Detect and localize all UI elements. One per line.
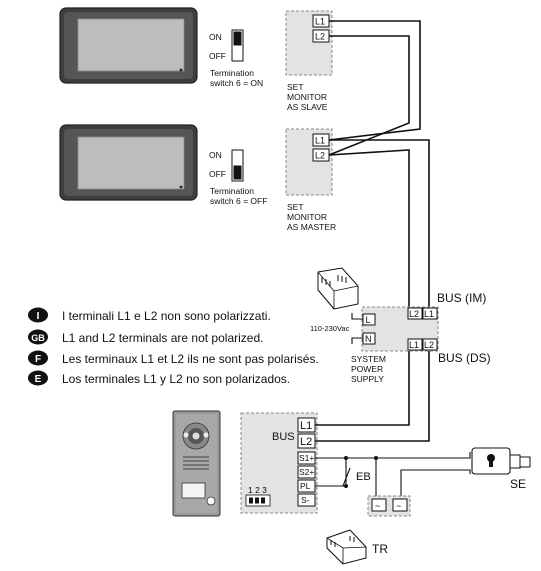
power-supply-module-icon bbox=[317, 267, 359, 310]
se-label: SE bbox=[510, 477, 526, 491]
monitor-label-3: AS SLAVE bbox=[287, 102, 328, 112]
tr-terminal-1: ~ bbox=[375, 501, 380, 511]
power-supply: L2 L1 L1 L2 L N 110-230Vac BUS (IM) BUS … bbox=[310, 267, 491, 384]
termination-switch[interactable] bbox=[231, 149, 244, 182]
monitor-device-icon bbox=[59, 7, 198, 84]
terminal-l1: L1 bbox=[315, 17, 325, 27]
tr-label: TR bbox=[372, 542, 388, 556]
door-terminal-l1: L1 bbox=[300, 420, 312, 432]
supply-terminal-l1-top: L1 bbox=[424, 309, 434, 319]
note-text: L1 and L2 terminals are not polarized. bbox=[62, 331, 263, 345]
bus-ds-label: BUS (DS) bbox=[438, 351, 491, 365]
push-button-icon bbox=[315, 467, 351, 487]
termination-switch[interactable] bbox=[231, 29, 244, 62]
terminal-l1: L1 bbox=[315, 136, 325, 146]
door-station-icon bbox=[172, 410, 221, 517]
switch-on-label: ON bbox=[209, 32, 222, 42]
bus-im-label: BUS (IM) bbox=[437, 291, 486, 305]
switch-caption-2: switch 6 = ON bbox=[210, 78, 263, 88]
door-terminal-s-minus: S- bbox=[301, 495, 310, 505]
transformer: ~ ~ TR bbox=[326, 495, 411, 565]
switch-caption-1: Termination bbox=[210, 68, 254, 78]
electric-lock-icon bbox=[471, 447, 531, 475]
dip-switch-label: 1 2 3 bbox=[248, 485, 267, 495]
door-bus-wiring bbox=[315, 351, 430, 442]
supply-terminal-l1-bottom: L1 bbox=[409, 340, 419, 350]
note-item: I I terminali L1 e L2 non sono polarizza… bbox=[28, 307, 271, 323]
supply-terminal-l2-top: L2 bbox=[409, 309, 419, 319]
monitor-label-1: SET bbox=[287, 82, 304, 92]
switch-caption-1: Termination bbox=[210, 186, 254, 196]
note-item: E Los terminales L1 y L2 no son polariza… bbox=[28, 370, 290, 386]
tr-terminal-2: ~ bbox=[396, 501, 401, 511]
mains-terminal-l: L bbox=[366, 315, 371, 325]
supply-name-1: SYSTEM bbox=[351, 354, 386, 364]
door-station-unit: BUS L1 L2 S1+ S2+ PL S- 1 2 3 bbox=[240, 412, 318, 514]
terminal-l2: L2 bbox=[315, 32, 325, 42]
supply-terminal-l2-bottom: L2 bbox=[424, 340, 434, 350]
transformer-module-icon bbox=[326, 529, 367, 565]
note-text: I terminali L1 e L2 non sono polarizzati… bbox=[62, 309, 271, 323]
bus-wiring bbox=[328, 20, 430, 307]
lock-wiring: EB bbox=[315, 452, 471, 498]
door-terminal-l2: L2 bbox=[300, 436, 312, 448]
supply-name-3: SUPPLY bbox=[351, 374, 384, 384]
switch-off-label: OFF bbox=[209, 51, 226, 61]
badge-it: I bbox=[37, 311, 40, 322]
note-text: Los terminales L1 y L2 no son polarizado… bbox=[62, 372, 290, 386]
door-terminal-pl: PL bbox=[300, 481, 311, 491]
dip-switch[interactable] bbox=[245, 494, 271, 507]
monitor-label-2: MONITOR bbox=[287, 212, 327, 222]
monitor-slave: ON OFF Termination switch 6 = ON L1 L2 S… bbox=[59, 7, 333, 112]
eb-label: EB bbox=[356, 471, 371, 483]
monitor-device-icon bbox=[59, 124, 198, 201]
bus-label: BUS bbox=[272, 431, 295, 443]
note-item: GB L1 and L2 terminals are not polarized… bbox=[28, 329, 263, 345]
terminal-l2: L2 bbox=[315, 151, 325, 161]
supply-name-2: POWER bbox=[351, 364, 383, 374]
mains-terminal-n: N bbox=[365, 334, 372, 344]
switch-off-label: OFF bbox=[209, 169, 226, 179]
door-terminal-s2: S2+ bbox=[299, 467, 314, 477]
monitor-label-2: MONITOR bbox=[287, 92, 327, 102]
note-item: F Les terminaux L1 et L2 ils ne sont pas… bbox=[28, 350, 319, 366]
mains-voltage-label: 110-230Vac bbox=[310, 324, 350, 333]
door-terminal-s1: S1+ bbox=[299, 453, 314, 463]
switch-caption-2: switch 6 = OFF bbox=[210, 196, 267, 206]
badge-fr: F bbox=[35, 354, 41, 365]
polarity-notes: I I terminali L1 e L2 non sono polarizza… bbox=[28, 307, 319, 386]
switch-on-label: ON bbox=[209, 150, 222, 160]
monitor-label-1: SET bbox=[287, 202, 304, 212]
monitor-label-3: AS MASTER bbox=[287, 222, 336, 232]
monitor-master: ON OFF Termination switch 6 = OFF L1 L2 … bbox=[59, 124, 336, 232]
badge-es: E bbox=[35, 374, 42, 385]
badge-gb: GB bbox=[31, 333, 45, 343]
note-text: Les terminaux L1 et L2 ils ne sont pas p… bbox=[62, 352, 319, 366]
